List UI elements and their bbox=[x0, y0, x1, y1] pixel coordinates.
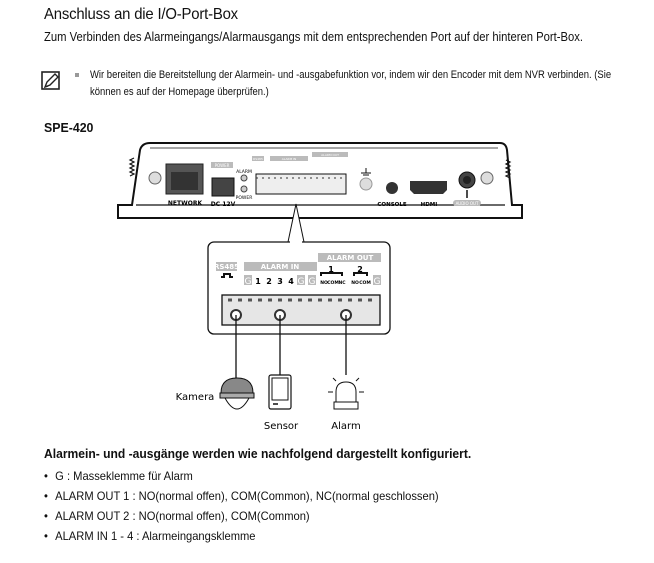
alarm-in-label: ALARM IN bbox=[261, 263, 300, 271]
audio-out-label: AUDIO OUT bbox=[456, 201, 479, 206]
power-label: POWER bbox=[215, 163, 230, 168]
power-led bbox=[240, 185, 248, 193]
g-label: G bbox=[374, 277, 381, 287]
config-heading: Alarmein- und -ausgänge werden wie nachf… bbox=[44, 446, 472, 461]
alarm-led bbox=[240, 174, 248, 182]
config-item: ALARM OUT 1 : NO(normal offen), COM(Comm… bbox=[44, 486, 439, 506]
screw-right-icon bbox=[480, 171, 494, 185]
small-terminal-block bbox=[255, 173, 347, 195]
page-title: Anschluss an die I/O-Port-Box bbox=[44, 6, 238, 23]
out1-no-label: NO bbox=[320, 280, 328, 286]
model-label: SPE-420 bbox=[44, 120, 94, 135]
screw-left-icon bbox=[148, 171, 162, 185]
alarm-led-label: ALARM bbox=[236, 169, 252, 175]
power-led-label: POWER bbox=[236, 195, 253, 201]
alarm-in-pin: 3 bbox=[277, 277, 283, 286]
out2-no-label: NO bbox=[351, 280, 359, 286]
sensor-label: Sensor bbox=[264, 421, 299, 432]
alarm-out-label: ALARM OUT bbox=[327, 254, 374, 262]
alarm-out-small-label: ALARM OUT bbox=[321, 153, 339, 157]
config-list: G : Masseklemme für Alarm ALARM OUT 1 : … bbox=[44, 466, 468, 546]
terminal-callout: RS485 ALARM IN ALARM OUT 1 2 G 1 2 3 4 G… bbox=[207, 240, 391, 335]
hdmi-label: HDMI bbox=[421, 202, 438, 208]
ground-terminal bbox=[359, 177, 373, 191]
io-port-diagram: NETWORK POWER DC 12V ALARM POWER RS485 A… bbox=[117, 142, 523, 432]
note-text: Wir bereiten die Bereitstellung der Alar… bbox=[90, 69, 612, 98]
dc-label: DC 12V bbox=[211, 201, 236, 208]
out2-com-label: COM bbox=[359, 280, 371, 286]
alarm-label: Alarm bbox=[331, 421, 360, 432]
network-label: NETWORK bbox=[168, 200, 203, 207]
hdmi-port bbox=[410, 181, 447, 194]
dc-power-port bbox=[211, 177, 235, 197]
alarm-light-icon bbox=[328, 377, 364, 410]
g-label: G bbox=[298, 277, 305, 287]
camera-label: Kamera bbox=[176, 392, 215, 403]
page-subtitle: Zum Verbinden des Alarmeingangs/Alarmaus… bbox=[44, 30, 584, 44]
config-item: ALARM OUT 2 : NO(normal offen), COM(Comm… bbox=[44, 506, 439, 526]
alarm-out-1-number: 1 bbox=[328, 265, 334, 274]
alarm-in-pin: 4 bbox=[288, 277, 294, 286]
g-label: G bbox=[245, 277, 252, 287]
port-box-device: NETWORK POWER DC 12V ALARM POWER RS485 A… bbox=[117, 142, 523, 219]
rs485-small-label: RS485 bbox=[253, 157, 263, 161]
config-item: G : Masseklemme für Alarm bbox=[44, 466, 439, 486]
out1-nc-label: NC bbox=[338, 280, 346, 286]
alarm-in-small-label: ALARM IN bbox=[282, 157, 297, 161]
alarm-out-2-number: 2 bbox=[357, 265, 363, 274]
note-pencil-icon bbox=[41, 71, 60, 90]
sensor-icon bbox=[268, 374, 292, 410]
alarm-in-pin: 1 bbox=[255, 277, 261, 286]
console-label: CONSOLE bbox=[377, 202, 406, 208]
config-item: ALARM IN 1 - 4 : Alarmeingangsklemme bbox=[44, 526, 439, 546]
g-label: G bbox=[309, 277, 316, 287]
camera-icon bbox=[219, 377, 255, 410]
out1-com-label: COM bbox=[327, 280, 339, 286]
console-port bbox=[386, 182, 398, 194]
rs485-label: RS485 bbox=[214, 263, 239, 271]
note-bullet bbox=[75, 73, 79, 77]
alarm-in-pin: 2 bbox=[266, 277, 272, 286]
